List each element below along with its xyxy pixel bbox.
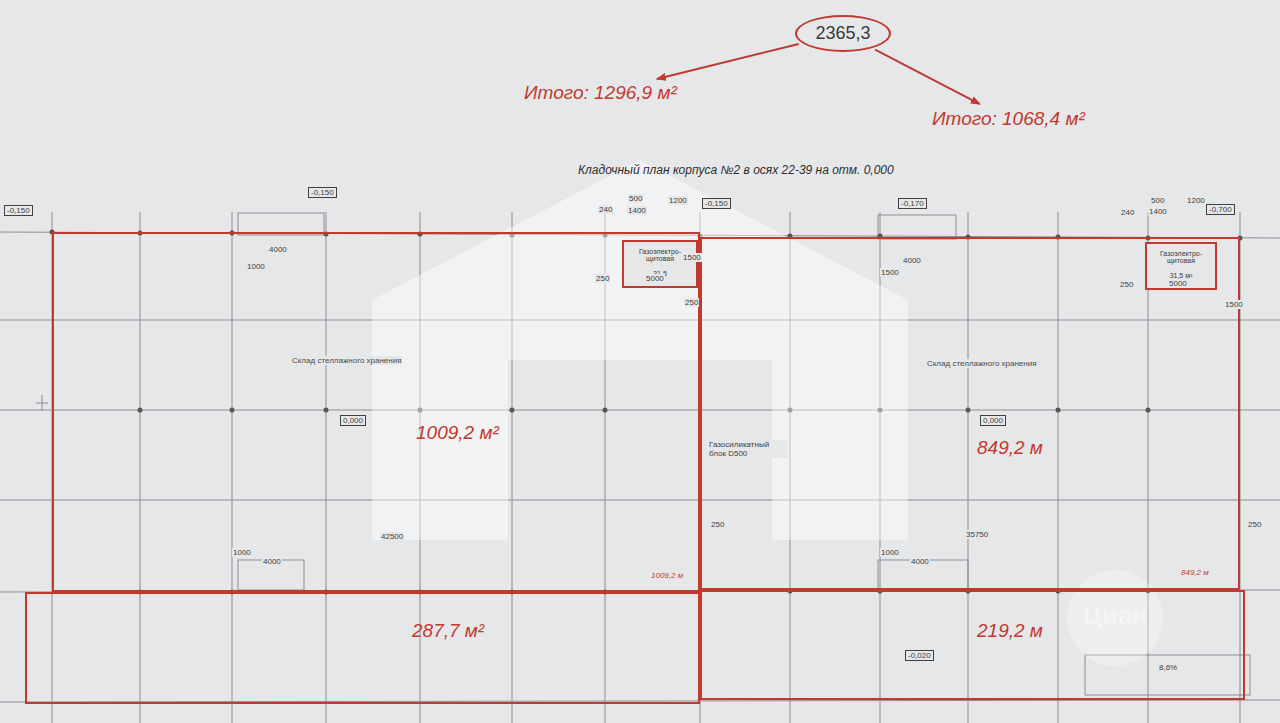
node-text: Склад стеллажного хранения <box>927 359 1037 368</box>
node-text: 287,7 м² <box>412 620 484 642</box>
dimension-label: 5000 <box>645 274 665 283</box>
arrow-connector <box>875 50 980 104</box>
area-text: 1009,2 м² <box>416 422 499 444</box>
dimension-label: -0,150 <box>308 187 337 198</box>
dimension-label: 5000 <box>1168 279 1188 288</box>
dimension-label: -0,020 <box>905 650 934 661</box>
dimension-label: 1500 <box>682 253 702 262</box>
node-text: Итого: 1068,4 м² <box>932 108 1085 130</box>
arrow-connector <box>657 44 799 79</box>
dimension-label: 4000 <box>268 245 288 254</box>
plan-title: Кладочный план корпуса №2 в осях 22-39 н… <box>578 163 894 177</box>
node-text: 2365,3 <box>815 23 870 44</box>
dimension-label: 250 <box>595 274 610 283</box>
dimension-label: -0,170 <box>898 198 927 209</box>
area-text: 31,5 м² <box>1147 272 1215 279</box>
dimension-label: 4000 <box>910 557 930 566</box>
dimension-label: 240 <box>598 205 613 214</box>
dimension-label: 500 <box>1150 196 1165 205</box>
node-text: Газоэлектро- щитовая <box>1147 250 1215 264</box>
total-note: Итого: 1296,9 м² <box>520 80 681 106</box>
dimension-label: 240 <box>1120 208 1135 217</box>
dimension-label: -0,150 <box>4 205 33 216</box>
dimension-label: 1009,2 м <box>650 571 684 580</box>
warehouse-room: Склад стеллажного хранения1009,2 м²Газоэ… <box>52 232 700 592</box>
dimension-label: 500 <box>628 194 643 203</box>
dimension-label: 1000 <box>880 548 900 557</box>
dimension-label: 1000 <box>232 548 252 557</box>
dimension-label: -0,700 <box>1206 204 1235 215</box>
node-text: Итого: 1296,9 м² <box>524 82 677 104</box>
dimension-label: 250 <box>1247 520 1262 529</box>
dimension-label: 4000 <box>902 256 922 265</box>
dimension-label: 0,000 <box>340 415 366 426</box>
area-text: 849,2 м <box>977 437 1043 459</box>
dimension-label: 1400 <box>627 206 647 215</box>
total-circle: 2365,3 <box>795 15 891 52</box>
annex-room: 287,7 м² <box>25 592 700 704</box>
dimension-label: -0,150 <box>702 198 731 209</box>
dimension-label: 1200 <box>1186 196 1206 205</box>
dimension-label: 849,2 м <box>1180 568 1210 577</box>
dimension-label: 1400 <box>1148 207 1168 216</box>
total-note: Итого: 1068,4 м² <box>928 106 1089 132</box>
dimension-label: Газосиликатный блок D500 <box>708 440 788 458</box>
dimension-label: 1500 <box>1224 300 1244 309</box>
dimension-label: 250 <box>710 520 725 529</box>
dimension-label: 1000 <box>246 262 266 271</box>
dimension-label: 1500 <box>880 268 900 277</box>
node-text: 219,2 м <box>977 620 1043 642</box>
dimension-label: 1200 <box>668 196 688 205</box>
dimension-label: 250 <box>1119 280 1134 289</box>
dimension-label: 8,6% <box>1158 663 1178 672</box>
node-text: Склад стеллажного хранения <box>292 356 402 365</box>
annex-room: 219,2 м <box>700 590 1245 700</box>
watermark: Циан <box>1082 600 1149 631</box>
dimension-label: 250 <box>684 298 699 307</box>
dimension-label: 4000 <box>262 557 282 566</box>
dimension-label: 0,000 <box>980 415 1006 426</box>
dimension-label: 42500 <box>380 532 404 541</box>
dimension-label: 35750 <box>965 530 989 539</box>
